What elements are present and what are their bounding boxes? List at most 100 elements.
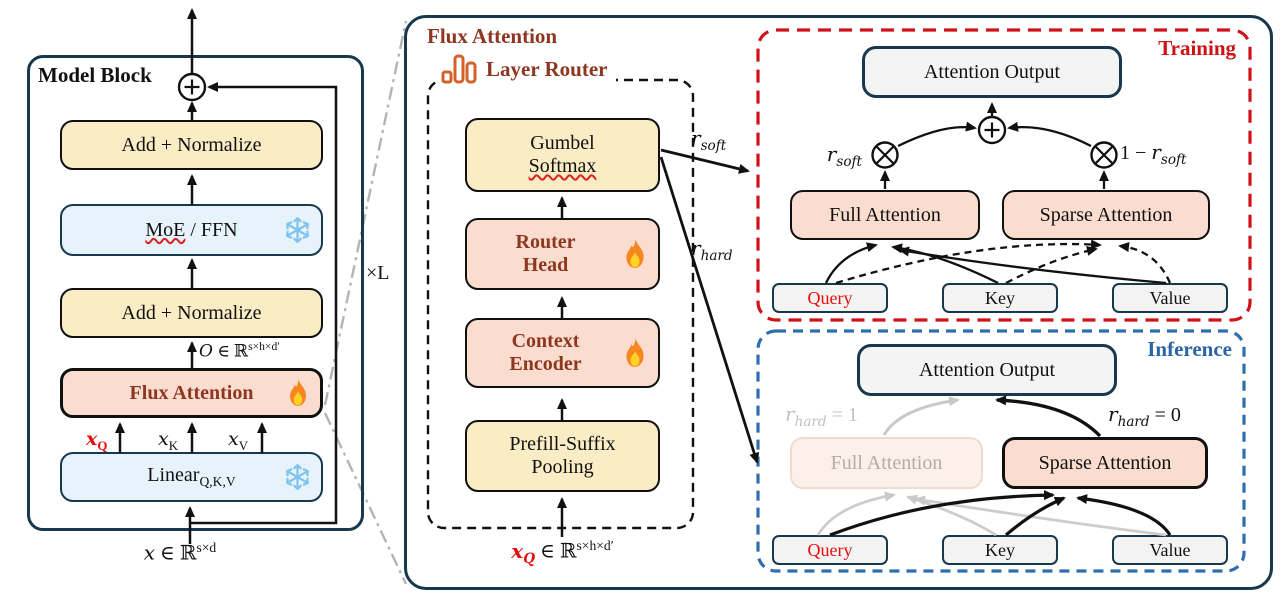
- r-soft-sub: soft: [700, 138, 727, 154]
- training-key-box: Key: [942, 283, 1058, 313]
- xq-var: x: [86, 428, 98, 450]
- linear-qkv-box: LinearQ,K,V: [60, 452, 323, 502]
- inference-key-label: Key: [985, 539, 1015, 560]
- router-xq-var: x: [511, 538, 524, 563]
- flame-icon: [622, 239, 648, 269]
- inference-sparse-attention-label: Sparse Attention: [1038, 451, 1172, 474]
- snowflake-icon: [284, 217, 311, 244]
- flux-attention-panel-title: Flux Attention: [427, 24, 558, 48]
- inference-value-box: Value: [1112, 535, 1228, 565]
- x-var: x: [143, 540, 156, 565]
- linear-word: Linear: [147, 464, 200, 487]
- inference-full-attention-label: Full Attention: [830, 451, 943, 474]
- inference-attention-output-box: Attention Output: [857, 344, 1117, 396]
- gumbel-line: Gumbel: [530, 132, 595, 154]
- training-key-label: Key: [985, 287, 1015, 308]
- training-one-minus-r-soft-label: 1 − rsoft: [1120, 140, 1187, 168]
- prefill-suffix-line: Prefill-Suffix: [509, 433, 616, 455]
- training-query-box: Query: [772, 283, 888, 313]
- r-hard1-eq: = 1: [826, 404, 858, 426]
- training-value-box: Value: [1112, 283, 1228, 313]
- xk-var: x: [158, 428, 169, 450]
- inference-region-title: Inference: [1147, 337, 1232, 361]
- model-block-panel: [27, 55, 364, 531]
- prefill-suffix-pooling-box: Prefill-Suffix Pooling: [465, 420, 660, 492]
- training-full-attention-label: Full Attention: [829, 203, 941, 226]
- r-hard1-var: r: [785, 402, 795, 426]
- training-sparse-attention-box: Sparse Attention: [1002, 190, 1210, 240]
- encoder-line: Encoder: [509, 353, 582, 375]
- o-sup: s×h×d′: [248, 340, 280, 353]
- head-line: Head: [522, 254, 569, 276]
- o-var: O: [199, 341, 213, 362]
- x-k-label: xK: [158, 428, 178, 454]
- training-value-label: Value: [1149, 287, 1191, 308]
- xq-sub: Q: [97, 437, 108, 453]
- linear-subscript: Q,K,V: [199, 474, 236, 490]
- pooling-line: Pooling: [531, 456, 594, 478]
- training-r-soft-sub: soft: [836, 154, 862, 170]
- add-normalize-bottom-label: Add + Normalize: [121, 301, 262, 324]
- training-query-label: Query: [807, 287, 853, 308]
- input-dimension-label: x ∈ ℝs×d: [90, 540, 270, 566]
- router-line: Router: [515, 231, 576, 253]
- gumbel-softmax-box: Gumbel Softmax: [465, 118, 660, 192]
- inference-r-hard-0-label: rhard = 0: [1108, 402, 1181, 430]
- moe-word: MoE: [145, 218, 186, 241]
- one-minus-r-sub: soft: [1160, 152, 1187, 168]
- ffn-word: / FFN: [185, 218, 238, 241]
- training-sparse-attention-label: Sparse Attention: [1039, 203, 1173, 226]
- output-dimension-label: O ∈ ℝs×h×d′: [199, 340, 280, 362]
- flux-attention-label: Flux Attention: [129, 381, 254, 404]
- r-soft-var: r: [691, 126, 701, 150]
- inference-full-attention-box: Full Attention: [790, 437, 983, 489]
- one-minus-r-var: r: [1151, 140, 1161, 164]
- linear-qkv-label: LinearQ,K,V: [147, 464, 235, 490]
- inference-sparse-attention-box: Sparse Attention: [1002, 437, 1208, 489]
- training-r-soft-label: rsoft: [798, 142, 862, 170]
- xv-var: x: [228, 428, 239, 450]
- r-hard-sub: hard: [700, 248, 733, 264]
- x-v-label: xV: [228, 428, 248, 454]
- r-hard1-sub: hard: [794, 414, 827, 430]
- router-head-box: Router Head: [465, 218, 660, 290]
- inference-r-hard-1-label: rhard = 1: [785, 402, 858, 430]
- training-attention-output-label: Attention Output: [923, 60, 1061, 83]
- inference-query-label: Query: [807, 539, 853, 560]
- context-encoder-box: Context Encoder: [465, 318, 660, 388]
- flux-attention-box: Flux Attention: [60, 368, 323, 418]
- snowflake-icon: [284, 464, 311, 491]
- layer-router-title: Layer Router: [486, 56, 608, 81]
- training-full-attention-box: Full Attention: [790, 190, 980, 240]
- add-normalize-top-label: Add + Normalize: [121, 133, 262, 156]
- r-hard0-eq: = 0: [1149, 404, 1181, 426]
- r-hard-edge-label: rhard: [691, 236, 733, 264]
- moe-ffn-label: MoE / FFN: [145, 219, 237, 242]
- r-hard-var: r: [691, 236, 701, 260]
- inference-value-label: Value: [1149, 539, 1191, 560]
- x-mid: ∈ ℝ: [155, 542, 197, 565]
- r-soft-edge-label: rsoft: [691, 126, 726, 154]
- model-block-title: Model Block: [38, 63, 152, 87]
- router-x-mid: ∈ ℝ: [535, 540, 577, 563]
- router-xq: xQ: [511, 538, 535, 567]
- training-attention-output-box: Attention Output: [862, 46, 1122, 98]
- flux-attention-panel: [404, 15, 1273, 590]
- inference-key-box: Key: [942, 535, 1058, 565]
- xk-sub: K: [168, 437, 179, 453]
- layers-multiplier-label: ×L: [366, 262, 390, 284]
- layer-router-header: Layer Router: [437, 52, 616, 86]
- flame-icon: [286, 379, 310, 407]
- r-hard0-sub: hard: [1117, 414, 1150, 430]
- inference-attention-output-label: Attention Output: [918, 358, 1056, 381]
- moe-ffn-box: MoE / FFN: [60, 204, 323, 256]
- xv-sub: V: [238, 437, 249, 453]
- training-region-title: Training: [1158, 36, 1236, 60]
- router-xq-sub: Q: [523, 550, 536, 567]
- training-r-soft-var: r: [826, 142, 837, 166]
- bar-chart-icon: [441, 54, 477, 84]
- o-mid: ∈ ℝ: [212, 341, 249, 361]
- context-line: Context: [511, 330, 580, 352]
- add-normalize-box-top: Add + Normalize: [60, 120, 323, 170]
